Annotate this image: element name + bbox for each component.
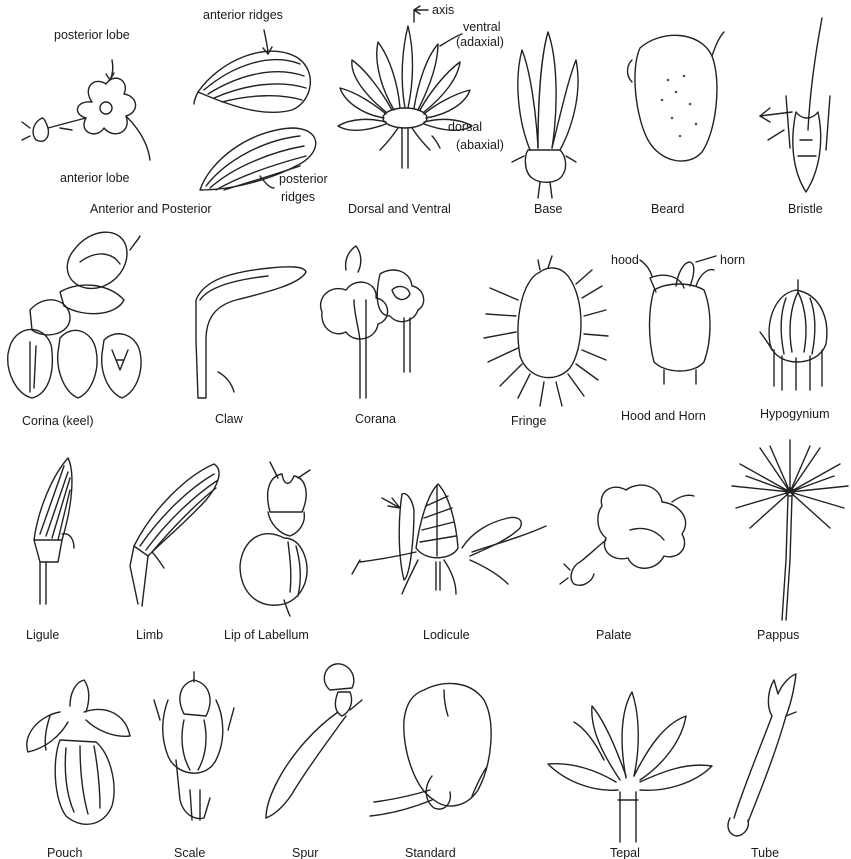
label-dorsal: dorsal — [448, 120, 482, 134]
pappus-drawing — [732, 440, 848, 620]
caption-scale: Scale — [174, 846, 205, 859]
caption-beard: Beard — [651, 202, 684, 216]
label-hood: hood — [611, 253, 639, 267]
caption-lip-of-labellum: Lip of Labellum — [224, 628, 309, 642]
label-posterior-lobe: posterior lobe — [54, 28, 130, 42]
pouch-orchid-drawing — [27, 680, 130, 824]
scale-flower-drawing — [154, 672, 234, 820]
ligule-floret-drawing — [34, 458, 74, 604]
caption-spur: Spur — [292, 846, 318, 859]
caption-pouch: Pouch — [47, 846, 82, 859]
hypogynium-drawing — [760, 280, 827, 390]
caption-bristle: Bristle — [788, 202, 823, 216]
hood-horn-drawing — [640, 256, 716, 384]
dorsal-ventral-flower-drawing — [338, 6, 472, 168]
beard-petal-drawing — [628, 32, 725, 161]
label-posterior-ridges-line2: ridges — [281, 190, 315, 204]
lodicule-floret-drawing — [352, 484, 546, 594]
label-adaxial: (adaxial) — [456, 35, 504, 49]
corana-flower-drawing — [321, 246, 424, 398]
caption-lodicule: Lodicule — [423, 628, 470, 642]
tube-flower-drawing — [728, 674, 796, 836]
caption-hood-horn: Hood and Horn — [621, 409, 706, 423]
caption-palate: Palate — [596, 628, 631, 642]
corina-keel-drawing — [8, 232, 141, 398]
caption-fringe: Fringe — [511, 414, 546, 428]
base-flower-drawing — [512, 32, 578, 198]
label-axis: axis — [432, 3, 454, 17]
caption-standard: Standard — [405, 846, 456, 859]
fringe-petal-drawing — [484, 256, 608, 406]
caption-anterior-posterior: Anterior and Posterior — [90, 202, 212, 216]
label-anterior-lobe: anterior lobe — [60, 171, 130, 185]
label-horn: horn — [720, 253, 745, 267]
caption-corana: Corana — [355, 412, 396, 426]
caption-limb: Limb — [136, 628, 163, 642]
label-posterior-ridges-line1: posterior — [279, 172, 328, 186]
claw-petal-drawing — [196, 267, 306, 398]
label-ventral: ventral — [463, 20, 501, 34]
caption-corina-keel: Corina (keel) — [22, 414, 94, 428]
caption-tepal: Tepal — [610, 846, 640, 859]
caption-claw: Claw — [215, 412, 243, 426]
caption-base: Base — [534, 202, 563, 216]
label-anterior-ridges: anterior ridges — [203, 8, 283, 22]
palate-flower-drawing — [560, 485, 694, 585]
label-abaxial: (abaxial) — [456, 138, 504, 152]
labellum-orchid-drawing — [240, 462, 310, 616]
tepal-flower-drawing — [548, 692, 712, 842]
caption-hypogynium: Hypogynium — [760, 407, 829, 421]
caption-ligule: Ligule — [26, 628, 59, 642]
standard-petal-drawing — [370, 683, 491, 816]
limb-floret-drawing — [130, 464, 219, 606]
anterior-posterior-flower-drawing — [22, 60, 150, 160]
bristle-spikelet-drawing — [760, 18, 830, 192]
spur-flower-drawing — [266, 664, 362, 818]
caption-dorsal-ventral: Dorsal and Ventral — [348, 202, 451, 216]
caption-pappus: Pappus — [757, 628, 799, 642]
caption-tube: Tube — [751, 846, 779, 859]
anterior-ridges-petal-drawing — [194, 30, 310, 112]
